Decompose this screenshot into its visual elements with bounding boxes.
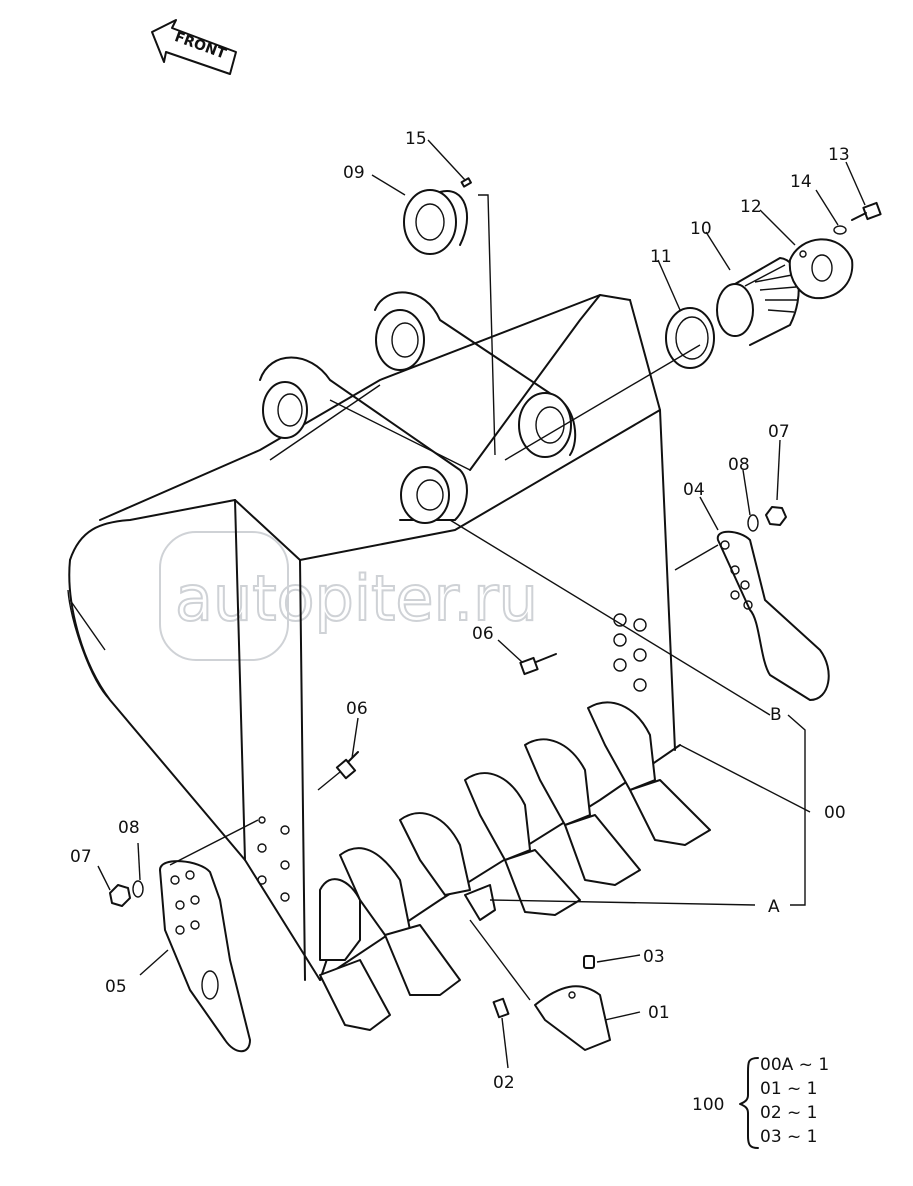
callout-08-right: 08 <box>728 455 750 475</box>
nut-washer-right <box>747 506 787 532</box>
side-cutter-left <box>159 860 251 1053</box>
callout-05: 05 <box>105 977 127 997</box>
callout-07-left: 07 <box>70 847 92 867</box>
callout-07-right: 07 <box>768 422 790 442</box>
callout-03: 03 <box>643 947 665 967</box>
callout-02: 02 <box>493 1073 515 1093</box>
side-bolt-holes <box>257 613 647 902</box>
bushing-09 <box>403 177 472 255</box>
callout-A: A <box>768 897 780 917</box>
leader-lines <box>97 139 866 1069</box>
washer-14 <box>833 225 847 235</box>
bolt-13 <box>851 201 882 221</box>
kit-row-2: 02 ~ 1 <box>760 1103 818 1123</box>
callout-06-upper: 06 <box>472 624 494 644</box>
kit-composition: 100 00A ~ 1 01 ~ 1 02 ~ 1 03 ~ 1 <box>692 1055 829 1149</box>
callout-09: 09 <box>343 163 365 183</box>
watermark: autopiter.ru <box>159 531 539 661</box>
kit-row-1: 01 ~ 1 <box>760 1079 818 1099</box>
callout-labels: 15 09 13 14 12 10 11 07 08 04 06 06 B 00… <box>70 129 850 1093</box>
watermark-text: autopiter.ru <box>175 562 538 635</box>
callout-01: 01 <box>648 1003 670 1023</box>
bucket-teeth <box>319 701 711 1031</box>
callout-04: 04 <box>683 480 705 500</box>
callout-00: 00 <box>824 803 846 823</box>
kit-label: 100 <box>692 1095 724 1115</box>
bolt-lower <box>335 751 359 780</box>
bolt-upper <box>519 653 557 676</box>
callout-12: 12 <box>740 197 762 217</box>
nut-washer-left <box>109 880 144 907</box>
tooth-01 <box>534 985 611 1051</box>
front-arrow: FRONT <box>151 19 237 75</box>
side-cutter-right <box>716 530 830 701</box>
callout-11: 11 <box>650 247 672 267</box>
spring-10 <box>716 257 800 346</box>
callout-15: 15 <box>405 129 427 149</box>
callout-06-lower: 06 <box>346 699 368 719</box>
kit-row-0: 00A ~ 1 <box>760 1055 829 1075</box>
callout-08-left: 08 <box>118 818 140 838</box>
callout-B: B <box>770 705 782 725</box>
callout-10: 10 <box>690 219 712 239</box>
plate-12 <box>788 238 854 300</box>
shim-11 <box>665 307 715 369</box>
pin-02 <box>492 997 510 1019</box>
lock-03 <box>583 955 595 969</box>
callout-14: 14 <box>790 172 812 192</box>
callout-13: 13 <box>828 145 850 165</box>
kit-row-3: 03 ~ 1 <box>760 1127 818 1147</box>
